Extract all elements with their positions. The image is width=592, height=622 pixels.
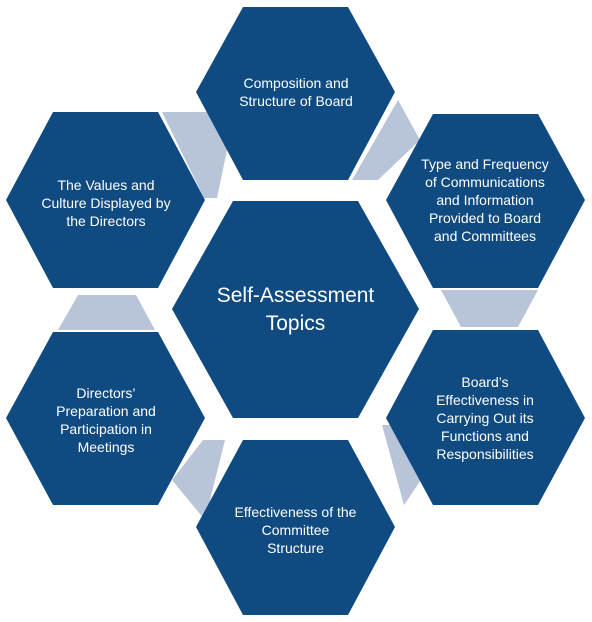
label-communications: Type and Frequency of Communications and… [421,156,549,244]
center-title: Self-Assessment Topics [216,284,375,335]
connector-bottom-left [172,440,225,520]
label-board-effectiveness: Board’s Effectiveness in Carrying Out it… [436,374,534,462]
hexagon-communications [386,114,585,288]
hexagon-center [172,201,419,418]
label-values-culture: The Values and Culture Displayed by the … [41,177,171,229]
connector-top-right [352,100,420,180]
hexagon-values-culture [6,112,205,288]
connector-left [58,295,155,330]
label-composition: Composition and Structure of Board [239,75,353,109]
label-committee-structure: Effectiveness of the Committee Structure [234,504,357,556]
hexagon-composition [196,7,395,180]
connector-top-left [162,112,235,198]
hexagon-directors-preparation [6,332,205,505]
label-directors-preparation: Directors’ Preparation and Participation… [56,385,156,455]
connector-right [441,290,538,327]
hexagon-board-effectiveness [386,330,585,505]
hexagon-committee-structure [196,440,395,615]
